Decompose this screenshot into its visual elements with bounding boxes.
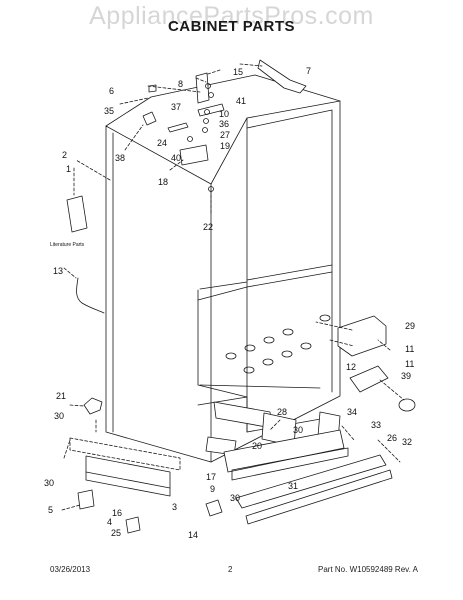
corner-bracket xyxy=(83,397,103,415)
callout-35: 35 xyxy=(104,106,115,116)
callout-30: 30 xyxy=(54,411,65,421)
callout-25: 25 xyxy=(111,528,122,538)
callout-39: 39 xyxy=(401,371,412,381)
callout-16: 16 xyxy=(112,508,123,518)
callout-1: 1 xyxy=(66,164,72,174)
callout-4: 4 xyxy=(107,517,113,527)
callout-17: 17 xyxy=(206,472,217,482)
callout-15: 15 xyxy=(233,67,244,77)
base-leveler-assembly xyxy=(69,437,181,534)
callout-6: 6 xyxy=(109,86,115,96)
footer-page-number: 2 xyxy=(228,565,233,574)
callout-40: 40 xyxy=(171,153,182,163)
callout-28: 28 xyxy=(277,407,288,417)
callout-14: 14 xyxy=(188,530,199,540)
callout-24: 24 xyxy=(157,138,168,148)
callout-13: 13 xyxy=(53,266,64,276)
footer-date: 03/26/2013 xyxy=(50,565,91,574)
literature-bag-shape xyxy=(66,195,88,233)
callout-33: 33 xyxy=(371,420,382,430)
leader-lines xyxy=(61,63,405,511)
callout-3: 3 xyxy=(172,502,178,512)
diagram-title: CABINET PARTS xyxy=(167,18,296,35)
lower-housing-parts xyxy=(205,315,416,525)
callout-32: 32 xyxy=(402,437,413,447)
literature-parts-label: Literature Parts xyxy=(50,242,85,248)
callout-12: 12 xyxy=(346,362,357,372)
cabinet-body xyxy=(105,74,341,463)
callout-36: 36 xyxy=(219,119,230,129)
footer-part-number: Part No. W10592489 Rev. A xyxy=(318,565,418,574)
callout-2: 2 xyxy=(62,150,68,160)
callout-21: 21 xyxy=(56,391,67,401)
callout-22: 22 xyxy=(203,222,214,232)
tube-part xyxy=(76,277,105,314)
callout-7: 7 xyxy=(306,66,312,76)
callout-20: 20 xyxy=(252,441,263,451)
callout-27: 27 xyxy=(220,130,231,140)
callout-19: 19 xyxy=(220,141,231,151)
callout-26: 26 xyxy=(387,433,398,443)
callout-29: 29 xyxy=(405,321,416,331)
callout-30: 30 xyxy=(293,425,304,435)
callout-5: 5 xyxy=(48,505,54,515)
callout-8: 8 xyxy=(178,79,184,89)
callout-30: 30 xyxy=(44,478,55,488)
watermark: AppliancePartsPros.com xyxy=(89,2,374,30)
callout-11: 11 xyxy=(405,344,415,354)
callout-30: 30 xyxy=(230,493,241,503)
callout-41: 41 xyxy=(236,96,247,106)
callout-18: 18 xyxy=(158,177,169,187)
callout-9: 9 xyxy=(210,484,216,494)
callout-11: 11 xyxy=(405,359,415,369)
mullion-holes xyxy=(225,314,331,374)
callout-10: 10 xyxy=(219,109,230,119)
callout-31: 31 xyxy=(288,481,299,491)
callout-38: 38 xyxy=(115,153,126,163)
callout-37: 37 xyxy=(171,102,182,112)
callout-34: 34 xyxy=(347,407,358,417)
top-hinge-parts xyxy=(142,59,307,192)
